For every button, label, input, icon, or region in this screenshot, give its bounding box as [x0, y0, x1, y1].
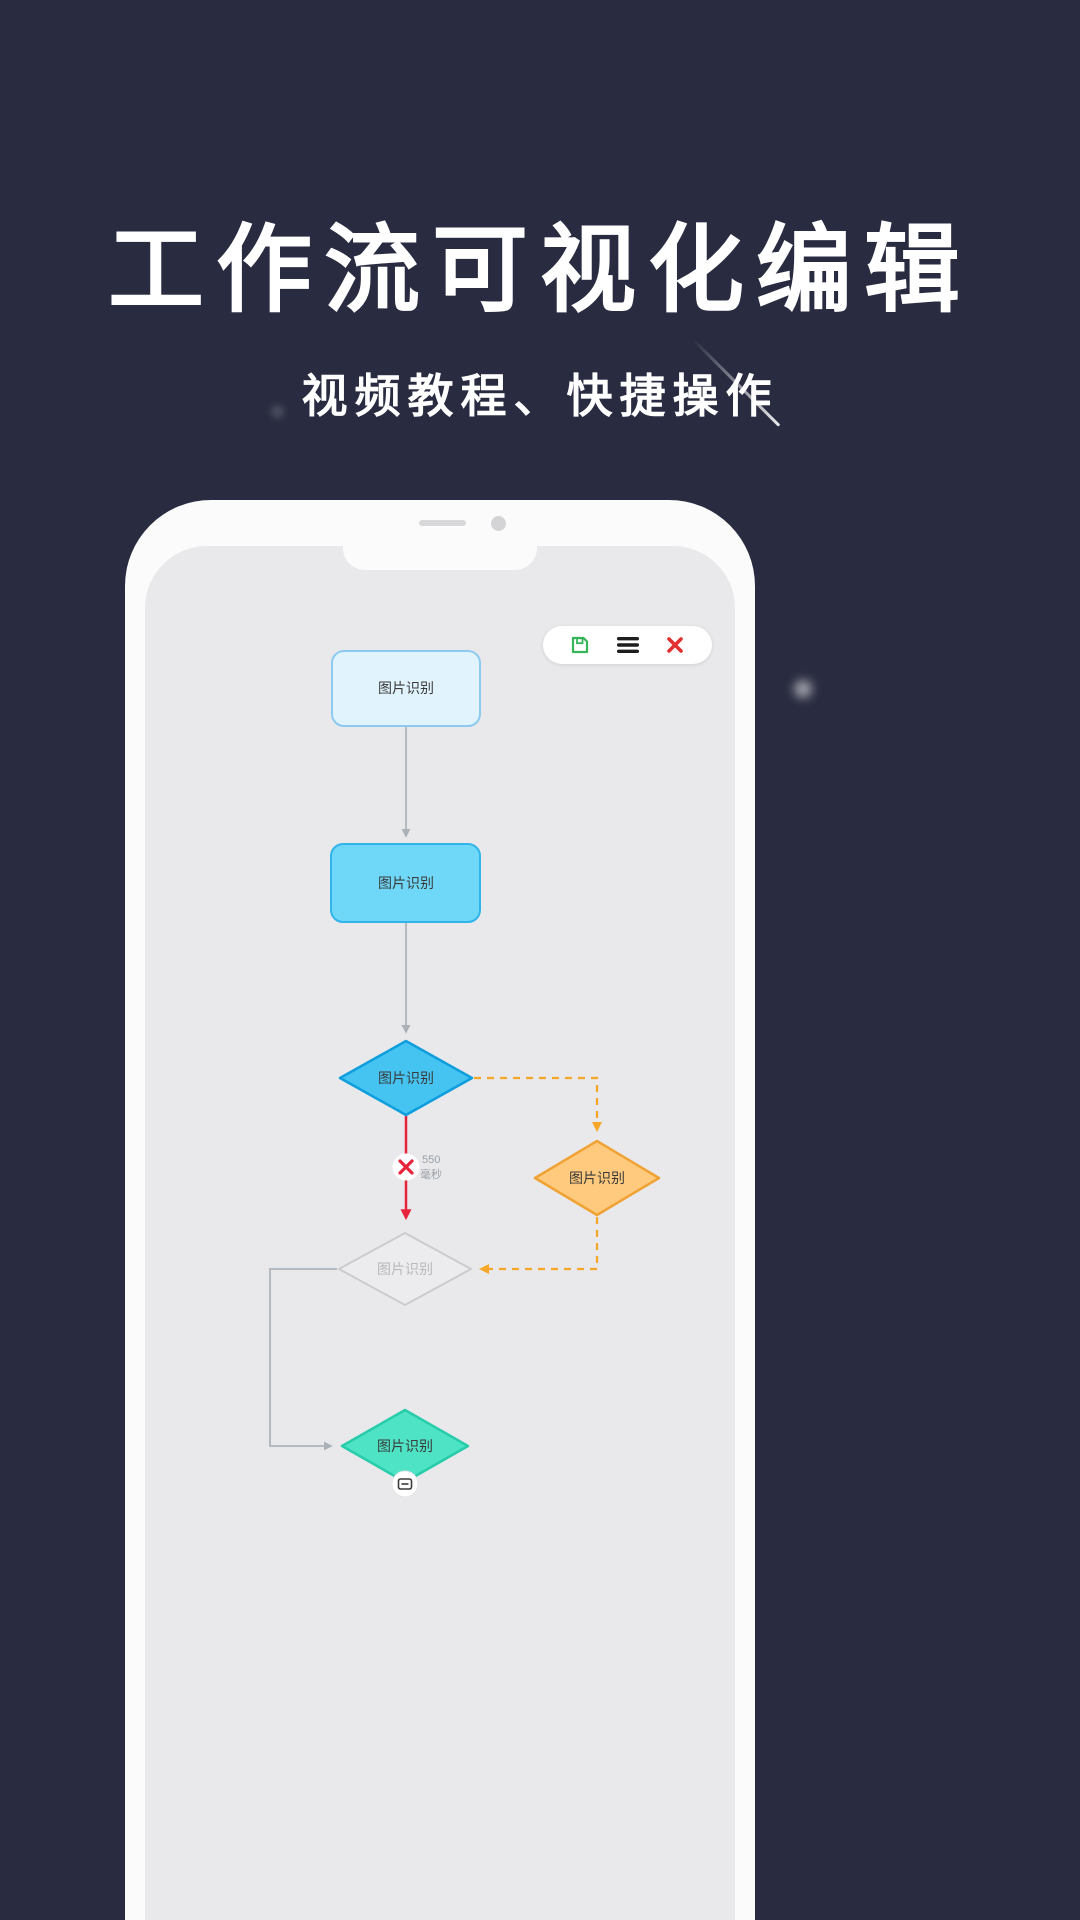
flow-node-merge[interactable]: 图片识别 — [338, 1232, 472, 1306]
phone-mockup: 图片识别 图片识别 图片识别 550 毫秒 图片识别 — [125, 500, 755, 1920]
hamburger-menu-icon — [616, 637, 639, 653]
page-subtitle: 视频教程、快捷操作 — [301, 370, 779, 422]
camera-dot — [491, 516, 506, 531]
menu-button[interactable] — [616, 634, 639, 656]
flow-node-start[interactable]: 图片识别 — [331, 650, 481, 727]
edge-dashed-node4-node5 — [479, 1217, 599, 1274]
flow-node-label: 图片识别 — [377, 1438, 433, 1454]
flow-node-label: 图片识别 — [569, 1170, 625, 1186]
edge-dashed-node3-node4 — [474, 1076, 602, 1132]
edge-node5-node6 — [269, 1268, 337, 1451]
phone-notch — [343, 546, 537, 570]
app-screen: 图片识别 图片识别 图片识别 550 毫秒 图片识别 — [145, 546, 735, 1920]
flow-node-step[interactable]: 图片识别 — [330, 843, 481, 923]
glow-dot-decoration — [272, 406, 283, 417]
flow-node-label: 图片识别 — [378, 1070, 434, 1086]
close-button[interactable] — [664, 634, 686, 656]
flow-node-label: 图片识别 — [378, 875, 434, 891]
floating-toolbar — [543, 626, 712, 664]
save-button[interactable] — [569, 634, 591, 656]
flow-node-label: 图片识别 — [378, 680, 434, 696]
flow-node-decision[interactable]: 图片识别 — [338, 1039, 474, 1117]
floppy-save-icon — [571, 636, 588, 654]
glow-dot-decoration — [794, 680, 812, 698]
flow-node-branch[interactable]: 图片识别 — [533, 1139, 661, 1217]
edge-duration-value: 550 — [422, 1154, 440, 1166]
edge-duration-unit: 毫秒 — [420, 1167, 442, 1181]
flowchart-canvas[interactable]: 图片识别 图片识别 图片识别 550 毫秒 图片识别 — [145, 546, 735, 1920]
page-title: 工作流可视化编辑 — [108, 217, 972, 324]
speaker-slit — [419, 520, 466, 526]
flow-node-label: 图片识别 — [377, 1261, 433, 1277]
error-badge[interactable] — [392, 1153, 420, 1181]
close-x-icon — [667, 637, 684, 653]
expand-handle-button[interactable] — [391, 1470, 419, 1498]
